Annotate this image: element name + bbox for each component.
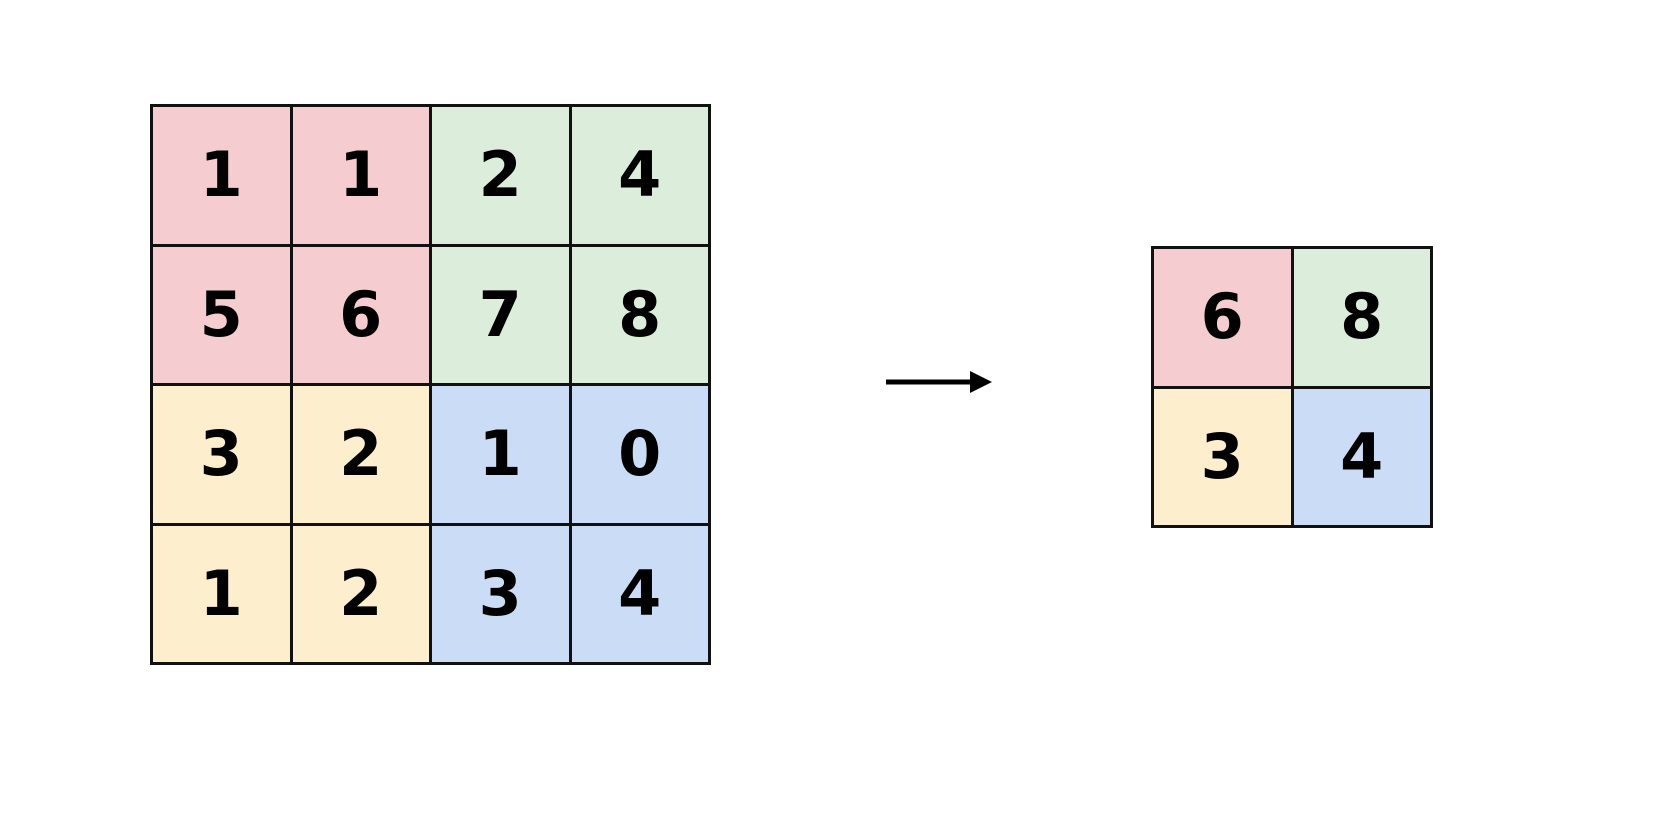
input-grid-cell-r0-c1: 1: [292, 107, 429, 244]
input-grid-cell-r3-c2: 3: [432, 525, 569, 662]
input-grid-cell-r1-c1: 6: [292, 246, 429, 383]
input-grid-cell-r0-c2: 2: [432, 107, 569, 244]
input-grid-cell-r0-c3: 4: [571, 107, 708, 244]
input-grid-cell-r1-c2: 7: [432, 246, 569, 383]
input-grid-cell-r1-c3: 8: [571, 246, 708, 383]
input-grid-cell-r0-c0: 1: [153, 107, 290, 244]
output-grid-cell-r1-c0: 3: [1154, 388, 1291, 525]
input-grid-cell-r2-c2: 1: [432, 386, 569, 523]
input-grid-cell-r2-c1: 2: [292, 386, 429, 523]
right-arrow-icon: [884, 358, 994, 406]
input-grid-cell-r3-c1: 2: [292, 525, 429, 662]
input-grid-cell-r1-c0: 5: [153, 246, 290, 383]
output-grid-cell-r1-c1: 4: [1293, 388, 1430, 525]
input-grid-cell-r2-c3: 0: [571, 386, 708, 523]
input-grid-cell-r3-c0: 1: [153, 525, 290, 662]
output-grid-cell-r0-c0: 6: [1154, 249, 1291, 386]
output-grid-cell-r0-c1: 8: [1293, 249, 1430, 386]
input-grid-cell-r3-c3: 4: [571, 525, 708, 662]
input-grid-cell-r2-c0: 3: [153, 386, 290, 523]
